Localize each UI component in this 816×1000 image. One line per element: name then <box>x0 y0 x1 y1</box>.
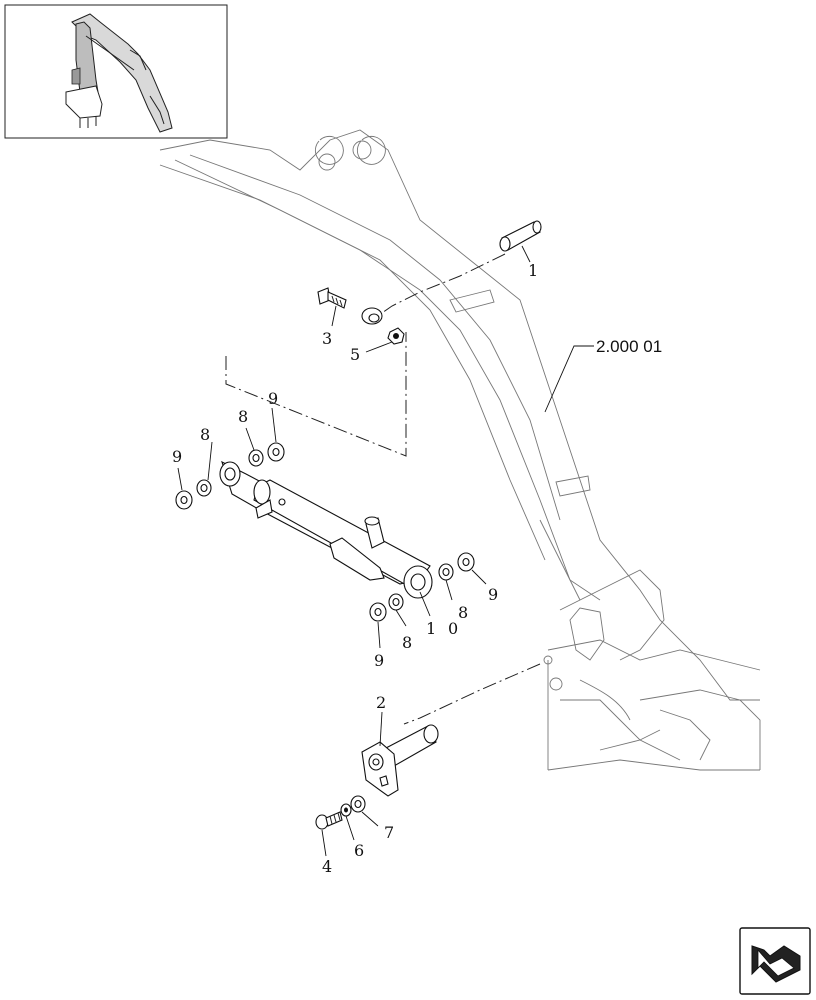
boom-arm-outline <box>159 129 761 771</box>
callout-9[interactable]: 9 <box>268 389 278 408</box>
excavator-thumbnail-icon <box>65 13 173 133</box>
callout-8[interactable]: 8 <box>402 633 412 652</box>
reference-label[interactable]: 2.000 01 <box>596 337 662 356</box>
callout-10-digit-1[interactable]: 1 <box>426 619 436 638</box>
bolt-part-4[interactable] <box>315 811 343 830</box>
washer-part-7[interactable] <box>350 795 366 813</box>
callout-7[interactable]: 7 <box>384 823 394 842</box>
nut-part-5[interactable] <box>387 327 405 345</box>
callout-1[interactable]: 1 <box>528 261 538 280</box>
callout-5[interactable]: 5 <box>350 345 360 364</box>
boom-bushing <box>361 307 383 325</box>
return-arrow-icon[interactable] <box>739 927 811 995</box>
callout-8[interactable]: 8 <box>458 603 468 622</box>
callout-8[interactable]: 8 <box>238 407 248 426</box>
washer-set-upper[interactable] <box>175 442 285 510</box>
lock-washer-part-6[interactable] <box>340 803 352 817</box>
callout-10-digit-0[interactable]: 0 <box>448 619 458 638</box>
callout-labels: 1 2 3 4 5 6 7 8 8 8 8 9 9 9 9 1 0 2.000 … <box>172 261 662 876</box>
callout-8[interactable]: 8 <box>200 425 210 444</box>
callout-4[interactable]: 4 <box>322 857 332 876</box>
pin-part-2[interactable] <box>361 724 439 797</box>
callout-2[interactable]: 2 <box>376 693 386 712</box>
callout-3[interactable]: 3 <box>322 329 332 348</box>
hydraulic-cylinder[interactable] <box>219 460 433 599</box>
callout-6[interactable]: 6 <box>354 841 364 860</box>
washer-set-lower[interactable] <box>369 552 475 622</box>
alignment-lines <box>225 253 541 725</box>
pin-part-1[interactable] <box>499 220 542 252</box>
callout-9[interactable]: 9 <box>488 585 498 604</box>
bolt-part-3[interactable] <box>317 287 347 309</box>
callout-9[interactable]: 9 <box>172 447 182 466</box>
overview-thumbnail[interactable] <box>4 4 228 139</box>
leader-lines <box>177 245 594 857</box>
callout-9[interactable]: 9 <box>374 651 384 670</box>
